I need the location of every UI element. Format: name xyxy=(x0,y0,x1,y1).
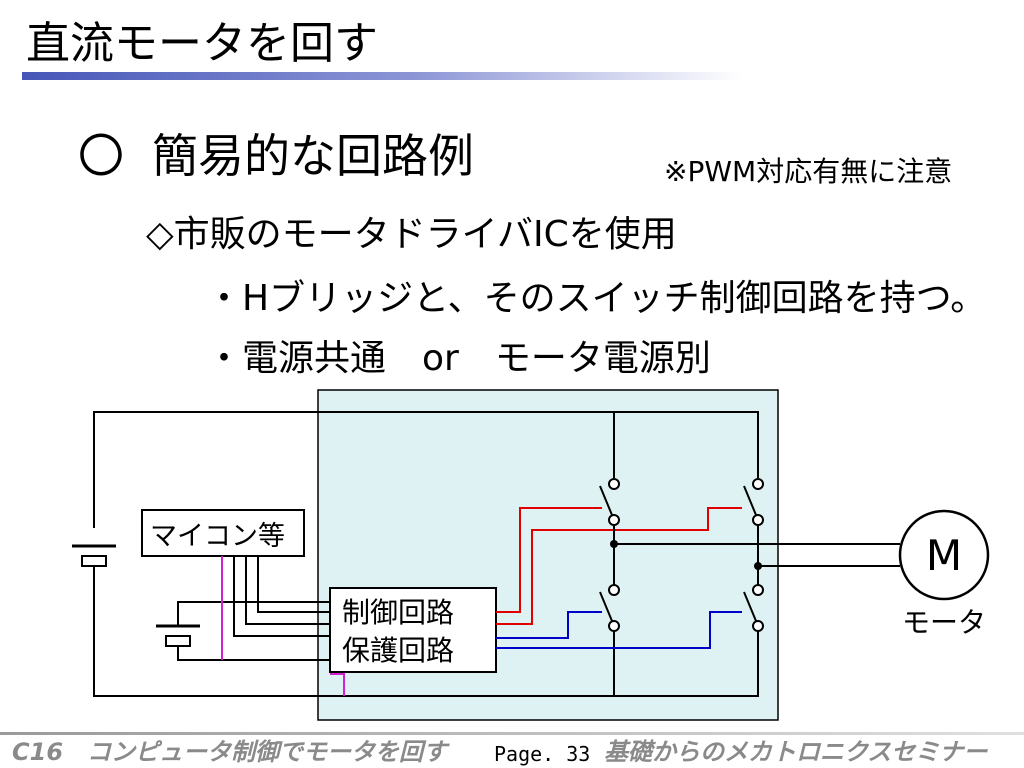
switch-low-left xyxy=(599,584,620,632)
low-side-signal-right xyxy=(496,611,742,649)
mcu-control-wire-1 xyxy=(257,556,330,613)
power-wire-bottom xyxy=(93,566,759,697)
motor-label: モータ xyxy=(902,606,986,639)
pwm-note: ※PWM対応有無に注意 xyxy=(664,155,953,188)
motor-circle xyxy=(898,509,990,601)
sub-bullet: ◇市販のモータドライバICを使用 xyxy=(146,214,677,255)
sub-item-hbridge: ・Hブリッジと、そのスイッチ制御回路を持つ。 xyxy=(206,278,987,319)
high-side-signal-right xyxy=(496,507,742,625)
motor-driver-circuit-diagram: マイコン等 制御回路 保護回路 M モータ xyxy=(72,389,990,721)
circle-bullet-mark: 〇 xyxy=(78,129,124,183)
switch-low-right xyxy=(743,584,764,632)
footer-page-number: Page. 33 xyxy=(494,742,591,766)
main-bullet: 〇簡易的な回路例 xyxy=(78,128,474,184)
protection-label: 保護回路 xyxy=(342,634,454,667)
footer-seminar-name: 基礎からのメカトロニクスセミナー xyxy=(604,738,988,766)
title-underline xyxy=(22,72,742,80)
control-label: 制御回路 xyxy=(342,596,454,629)
mcu-control-wire-2 xyxy=(245,556,330,625)
power-wire-top xyxy=(93,411,759,528)
slide-title: 直流モータを回す xyxy=(26,18,378,69)
battery-symbol xyxy=(72,544,116,567)
mcu-control-wire-3 xyxy=(233,556,330,637)
logic-power-source xyxy=(156,601,330,661)
high-side-signal-left xyxy=(496,507,602,613)
switch-high-left xyxy=(599,478,620,526)
footer-rule xyxy=(0,732,1024,735)
sub-item-power: ・電源共通 or モータ電源別 xyxy=(206,338,711,379)
control-protection-box xyxy=(329,587,497,673)
low-side-signal-left xyxy=(496,611,602,639)
footer-course-title: C16 コンピュータ制御でモータを回す xyxy=(12,738,448,766)
motor-symbol: M xyxy=(926,531,962,580)
mcu-box xyxy=(141,509,305,557)
main-bullet-text: 簡易的な回路例 xyxy=(152,129,474,183)
mcu-label: マイコン等 xyxy=(150,521,285,552)
ic-ground-link xyxy=(330,673,345,696)
